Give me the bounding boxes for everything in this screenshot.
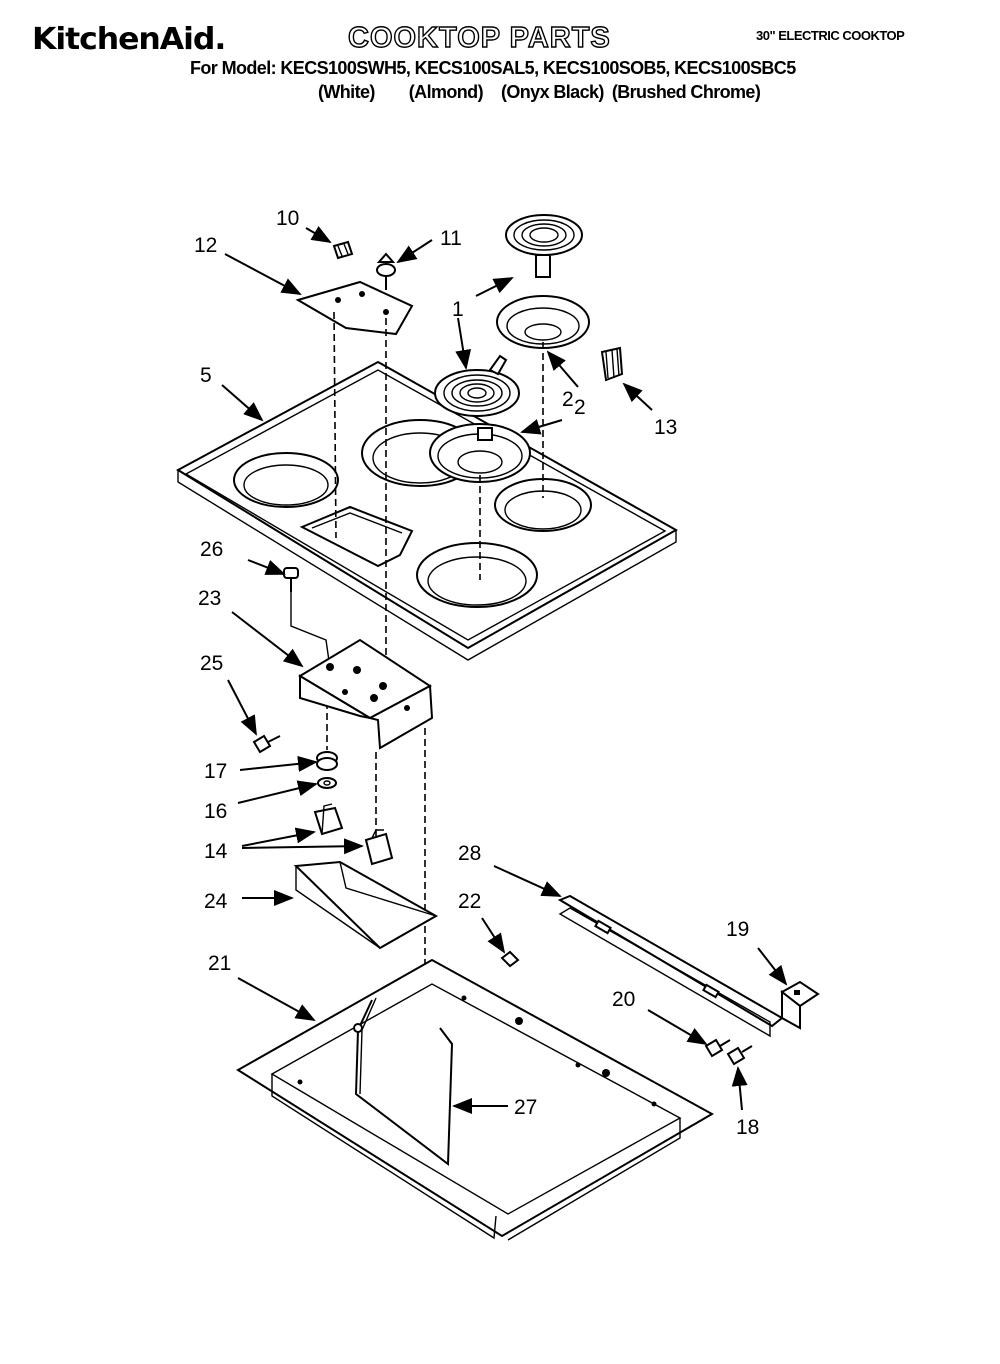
color-white: (White) [318,82,375,102]
callout-25: 25 [200,652,223,675]
color-almond: (Almond) [408,82,484,102]
callout-22: 22 [458,890,481,913]
callout-18: 18 [736,1116,759,1139]
align-line-8 [290,592,331,669]
control-panel-plate [295,280,414,336]
callout-2-upper: 2 [562,388,574,411]
callout-5: 5 [200,364,212,387]
cooktop-top [175,360,679,661]
clip [600,346,624,382]
wire-shield [293,860,439,950]
color-onyx-black: (Onyx Black) [500,82,604,102]
callout-14: 14 [204,840,228,863]
callout-24: 24 [204,890,228,913]
callout-26: 26 [200,538,223,561]
callout-1: 1 [452,298,464,321]
washer [317,777,337,789]
drip-bowl-small [496,295,590,349]
side-rail [557,894,784,1038]
callout-12: 12 [194,234,217,257]
callout-13: 13 [654,416,677,439]
model-list: For Model: KECS100SWH5, KECS100SAL5, KEC… [190,58,796,78]
callout-2-lower: 2 [574,396,586,419]
leader-lines [221,226,788,1114]
product-subtitle: 30" ELECTRIC COOKTOP [756,28,905,43]
surface-element-small [505,214,583,278]
burner-box [236,958,715,1241]
screw-rail [500,950,520,968]
color-brushed-chrome: (Brushed Chrome) [611,82,761,102]
control-knob [332,240,354,260]
screw-side [252,734,281,754]
callout-23: 23 [198,587,221,610]
align-line-1 [333,311,337,539]
infinite-switch-right [364,829,394,866]
screw-bracket [704,1038,731,1058]
mounting-bracket [780,980,820,1030]
brand-logo: KitchenAid. [32,22,226,57]
switch-bracket [298,638,434,750]
nut [316,751,338,771]
wire-harness [353,997,454,1166]
knob-post [376,252,396,290]
callout-21: 21 [208,952,231,975]
callout-27: 27 [514,1096,537,1119]
page-title: COOKTOP PARTS [347,21,611,54]
screw-top [283,567,299,592]
callout-16: 16 [204,800,227,823]
surface-element-large [434,354,520,417]
drip-bowl-installed [429,423,531,483]
callout-10: 10 [276,207,299,230]
callout-19: 19 [726,918,749,941]
callout-11: 11 [440,227,462,250]
callout-28: 28 [458,842,481,865]
clip-bracket [726,1045,753,1066]
callout-17: 17 [204,760,227,783]
color-list: (White) (Almond) (Onyx Black) (Brushed Chro… [318,82,761,103]
callout-20: 20 [612,988,635,1011]
infinite-switch-left [313,803,344,836]
